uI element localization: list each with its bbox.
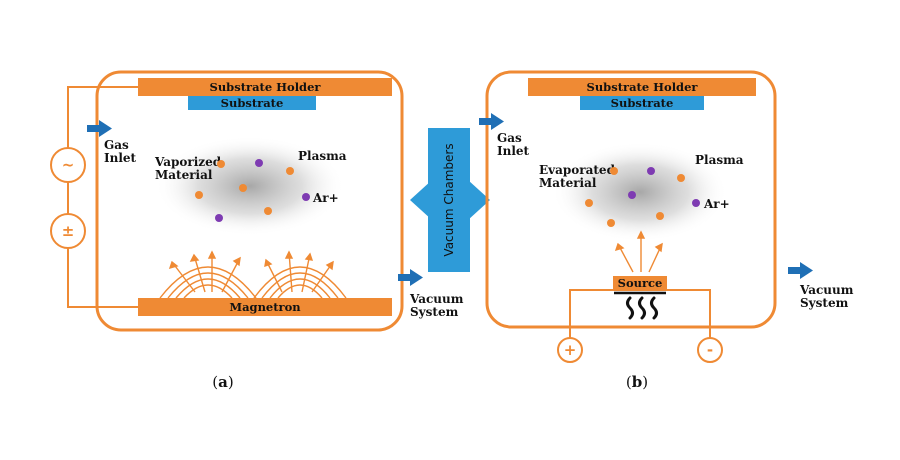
source-label: Source (618, 276, 663, 290)
vaporized-particle (217, 160, 225, 168)
magnetic-field-lines (159, 266, 347, 299)
argon-ion (215, 214, 223, 222)
evaporated-particle (610, 167, 618, 175)
source-bar (613, 276, 667, 290)
vaporized-particle (286, 167, 294, 175)
minus-symbol: - (707, 341, 713, 359)
dc-power-icon (50, 213, 86, 249)
caption-b: (b) (626, 373, 648, 391)
ac-symbol: ~ (62, 156, 75, 174)
caption-a: (a) (212, 373, 233, 391)
dc-symbol: ± (62, 222, 75, 240)
ion-label: Ar+ (312, 191, 339, 205)
negative-terminal-icon (697, 337, 723, 363)
vaporized-particle (195, 191, 203, 199)
argon-ion (302, 193, 310, 201)
evaporated-particle (677, 174, 685, 182)
substrate-bar (580, 96, 704, 110)
plasma-cloud (155, 136, 345, 236)
vacuum-arrow-icon (398, 269, 423, 286)
power-circuit-wire (67, 86, 138, 308)
evaporated-particle (585, 199, 593, 207)
evaporated-particle (607, 219, 615, 227)
vacuum-chambers-box (428, 128, 470, 272)
plus-symbol: + (564, 341, 577, 359)
substrate-holder-bar (138, 78, 392, 96)
gas-inlet-arrow-icon (479, 113, 504, 130)
evaporation-arrows (614, 230, 663, 273)
vacuum-arrow-icon (788, 262, 813, 279)
plasma-label: Plasma (695, 153, 744, 167)
heater-coil-icon (626, 296, 658, 320)
plasma-label: Plasma (298, 149, 347, 163)
substrate-label: Substrate (221, 96, 284, 110)
sputter-arrows (168, 250, 334, 293)
argon-ion (628, 191, 636, 199)
vacuum-chambers-label: Vacuum Chambers (442, 143, 456, 256)
plasma-cloud (552, 142, 728, 242)
vacuum-chambers-callout: Vacuum Chambers (410, 128, 490, 272)
argon-ion (692, 199, 700, 207)
ac-power-icon (50, 147, 86, 183)
substrate-bar (188, 96, 316, 110)
substrate-holder-label: Substrate Holder (587, 80, 699, 94)
argon-ion (647, 167, 655, 175)
chamber-a (95, 70, 404, 332)
substrate-label: Substrate (611, 96, 674, 110)
substrate-holder-bar (528, 78, 756, 96)
vaporized-particle (239, 184, 247, 192)
gas-inlet-arrow-icon (87, 120, 112, 137)
argon-ion (255, 159, 263, 167)
evaporated-particle (656, 212, 664, 220)
positive-terminal-icon (557, 337, 583, 363)
substrate-holder-label: Substrate Holder (210, 80, 322, 94)
vaporized-particle (264, 207, 272, 215)
chamber-b (485, 70, 777, 329)
magnetron-bar (138, 298, 392, 316)
ion-label: Ar+ (703, 197, 730, 211)
heater-circuit-wire (569, 289, 711, 340)
magnetron-label: Magnetron (229, 300, 301, 314)
